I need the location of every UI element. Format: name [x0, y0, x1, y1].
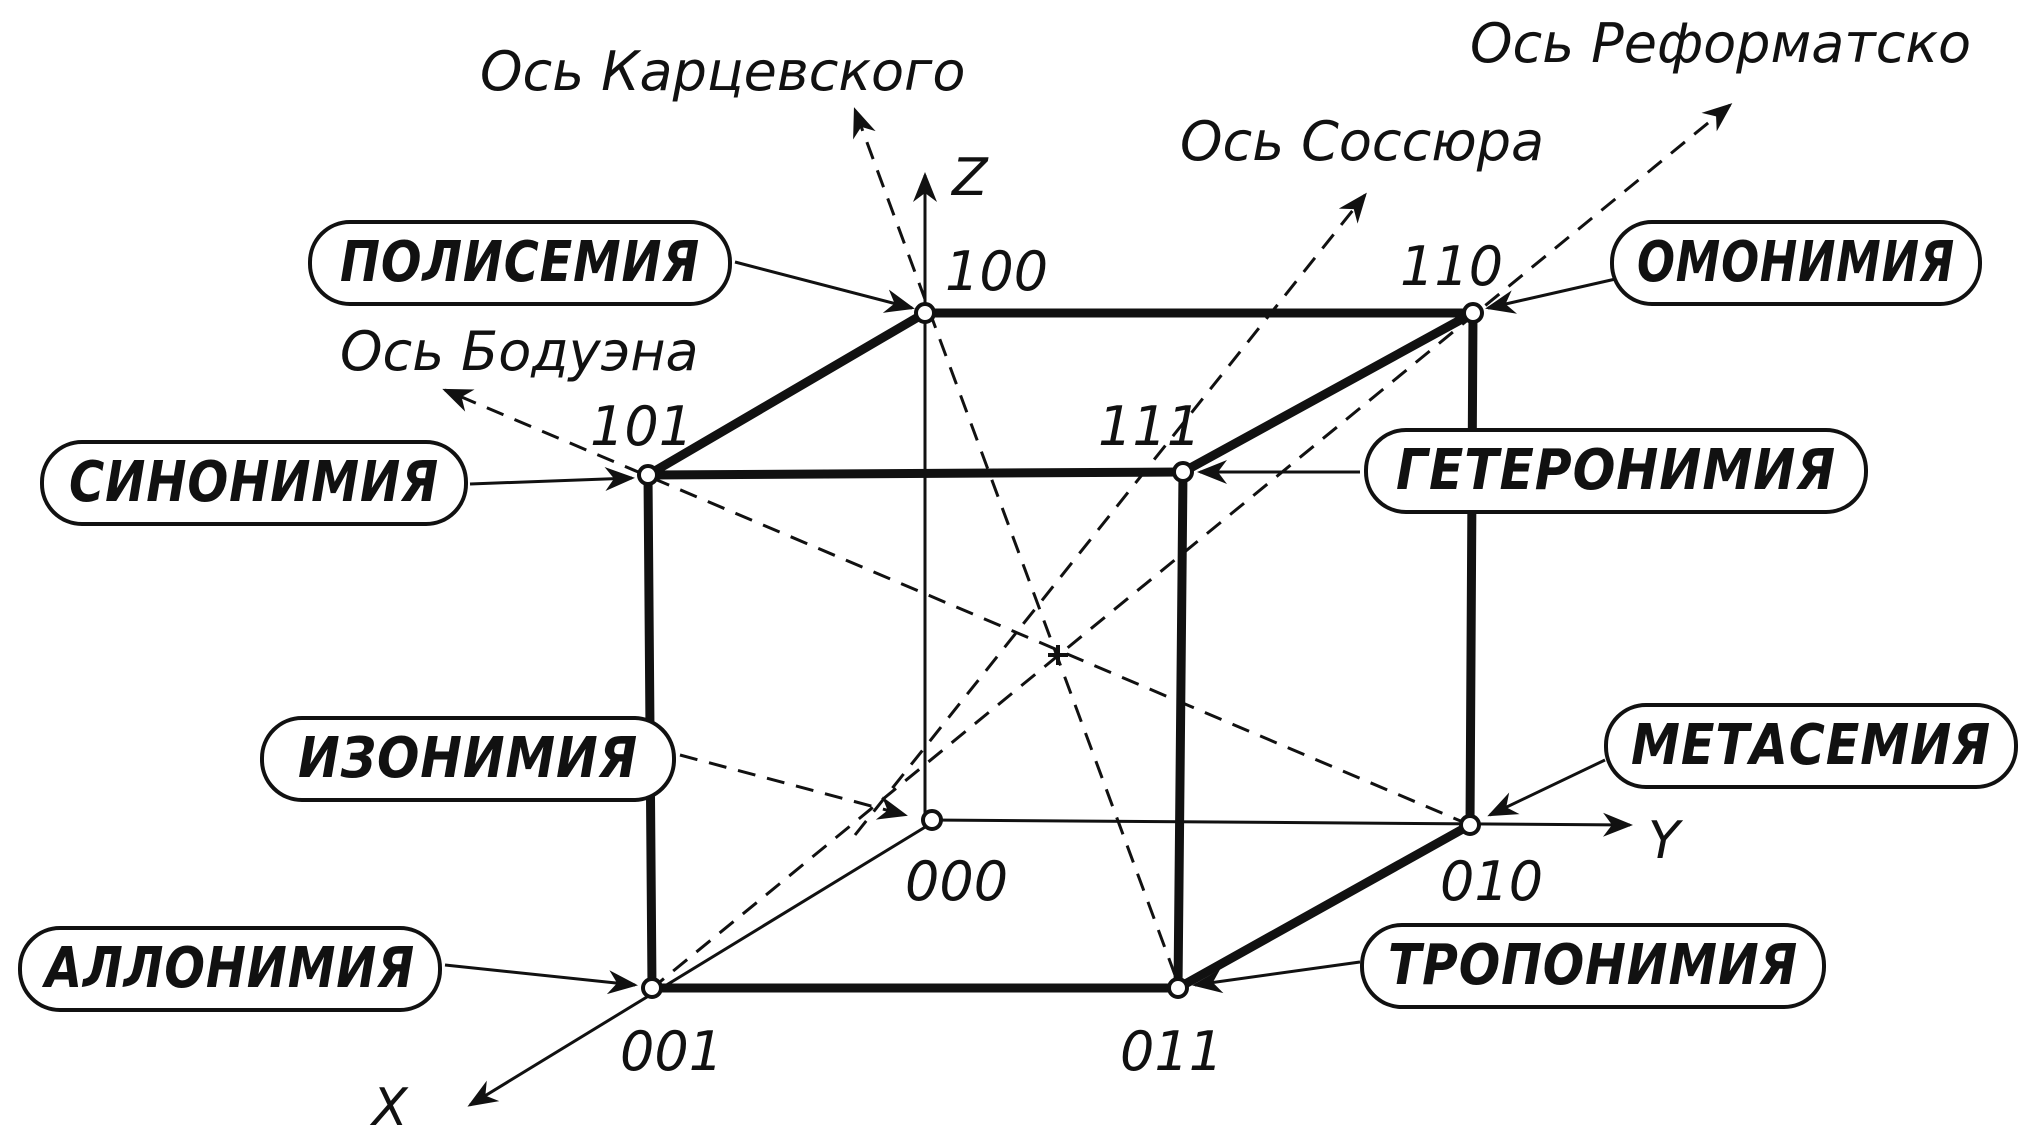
term-isonymy: ИЗОНИМИЯ	[260, 716, 676, 802]
node-label-100: 100	[945, 240, 1048, 303]
z-axis-label: Z	[950, 148, 989, 208]
isonymy-arrow	[679, 753, 908, 820]
node-label-001: 001	[620, 1020, 723, 1083]
troponymy-arrow	[1192, 960, 1361, 994]
node-label-110: 110	[1400, 235, 1503, 298]
reformatsky-axis-label: Ось Реформатско	[1470, 12, 1971, 75]
saussure-axis-line	[853, 192, 1367, 836]
node-label-101: 101	[590, 395, 693, 458]
polysemy-arrow	[734, 260, 915, 313]
saussure-axis-label: Ось Соссюра	[1180, 110, 1544, 173]
node-001	[641, 977, 663, 999]
node-111	[1172, 461, 1194, 483]
node-100	[914, 302, 936, 324]
baudouin-axis-line	[442, 388, 1471, 827]
y-axis-label: Y	[1648, 811, 1684, 871]
svg-text:ОМОНИМИЯ: ОМОНИМИЯ	[1637, 230, 1955, 295]
x-axis-line	[467, 816, 941, 1107]
svg-text:АЛЛОНИМИЯ: АЛЛОНИМИЯ	[42, 936, 415, 1001]
term-heteronymy: ГЕТЕРОНИМИЯ	[1364, 428, 1868, 514]
center-cross	[1048, 645, 1068, 665]
synonymy-arrow	[469, 467, 635, 491]
svg-text:ТРОПОНИМИЯ: ТРОПОНИМИЯ	[1388, 933, 1798, 998]
edge-111-110	[1178, 308, 1478, 477]
term-homonymy: ОМОНИМИЯ	[1610, 220, 1982, 306]
term-metasemy: МЕТАСЕМИЯ	[1604, 703, 2018, 789]
edge-101-111	[643, 467, 1188, 480]
term-polysemy: ПОЛИСЕМИЯ	[308, 220, 732, 306]
allonymy-arrow	[444, 963, 638, 995]
edge-011-010	[1173, 820, 1475, 993]
edge-111-011	[1173, 467, 1188, 993]
baudouin-axis-label: Ось Бодуэна	[340, 320, 699, 383]
kartsevsky-axis-label: Ось Карцевского	[480, 40, 965, 103]
node-label-010: 010	[1440, 850, 1543, 913]
term-allonymy: АЛЛОНИМИЯ	[18, 926, 442, 1012]
svg-text:ПОЛИСЕМИЯ: ПОЛИСЕМИЯ	[340, 230, 700, 295]
node-000	[921, 809, 943, 831]
svg-text:СИНОНИМИЯ: СИНОНИМИЯ	[69, 450, 439, 515]
metasemy-arrow	[1487, 758, 1606, 817]
node-label-000: 000	[905, 850, 1008, 913]
term-synonymy: СИНОНИМИЯ	[40, 440, 468, 526]
edge-100-101	[643, 308, 930, 480]
x-axis-label: X	[369, 1078, 409, 1138]
svg-text:ИЗОНИМИЯ: ИЗОНИМИЯ	[298, 726, 638, 791]
node-101	[637, 464, 659, 486]
kartsevsky-axis-line	[853, 107, 1177, 976]
svg-text:ГЕТЕРОНИМИЯ: ГЕТЕРОНИМИЯ	[1396, 438, 1836, 503]
node-010	[1459, 814, 1481, 836]
node-011	[1167, 977, 1189, 999]
node-label-111: 111	[1098, 395, 1201, 458]
term-troponymy: ТРОПОНИМИЯ	[1360, 923, 1826, 1009]
node-110	[1462, 302, 1484, 324]
svg-text:МЕТАСЕМИЯ: МЕТАСЕМИЯ	[1631, 713, 1991, 778]
homonymy-arrow	[1485, 276, 1621, 314]
edge-110-010	[1465, 308, 1478, 830]
y-axis-line	[929, 812, 1633, 837]
reformatsky-axis-line	[649, 103, 1733, 992]
node-label-011: 011	[1120, 1020, 1223, 1083]
